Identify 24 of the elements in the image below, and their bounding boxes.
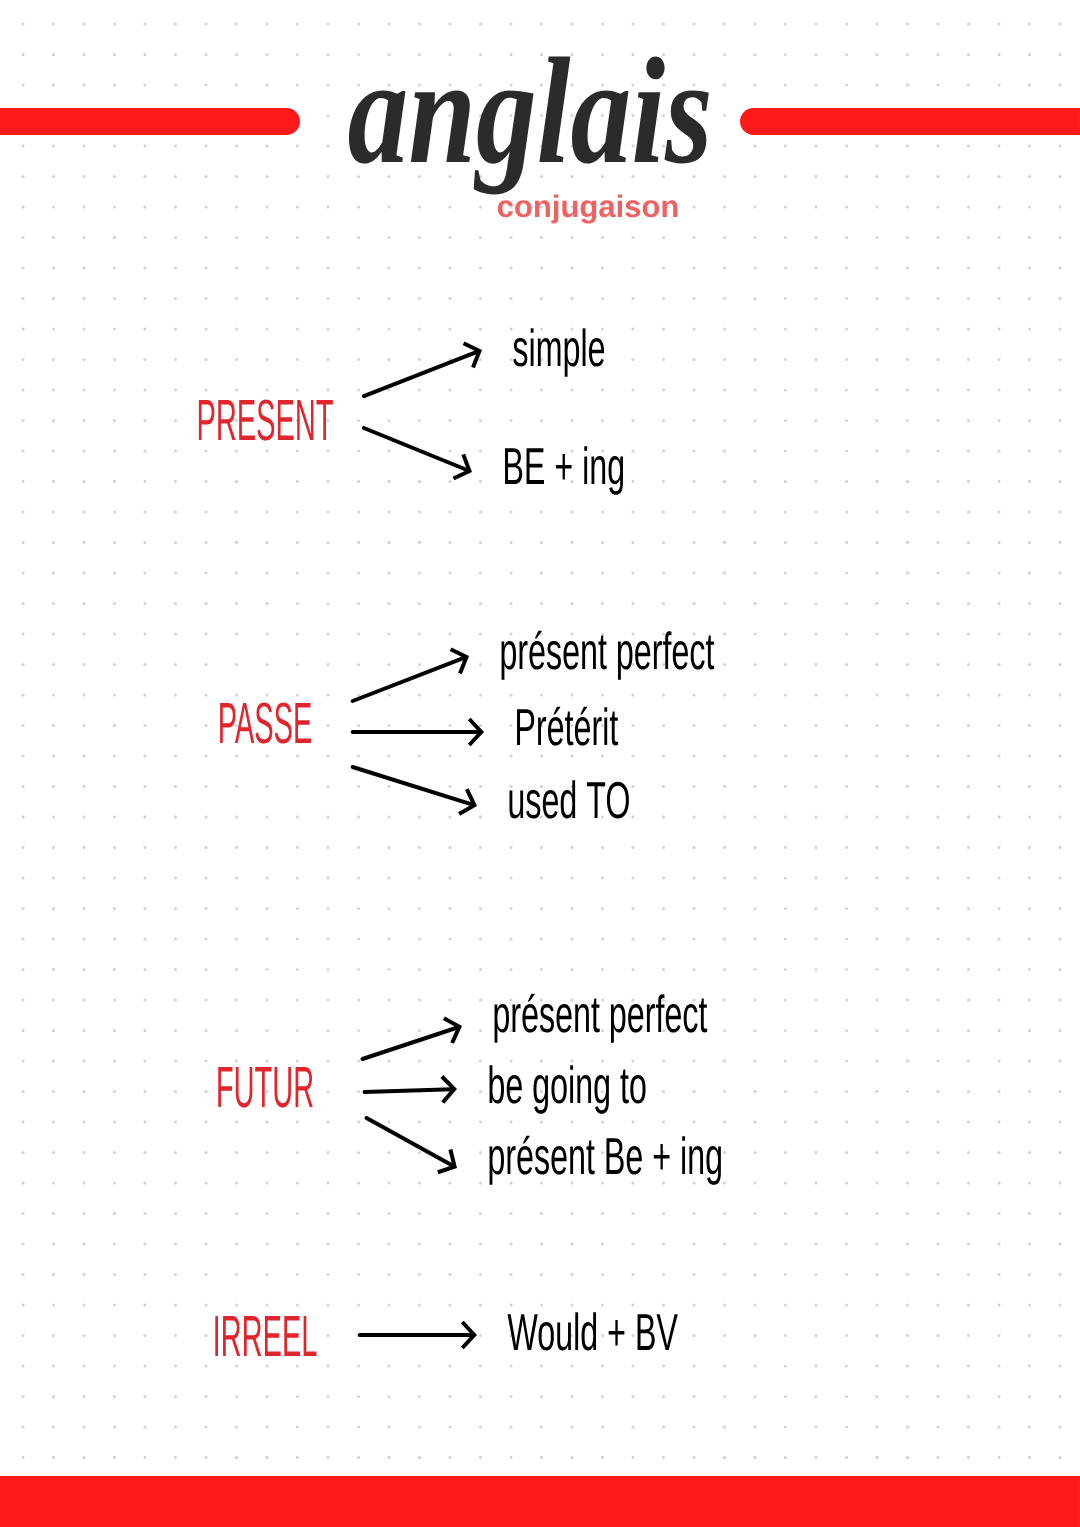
form-label: présent Be + ing — [489, 1135, 721, 1185]
arrow — [350, 647, 469, 703]
tense-label: FUTUR — [218, 1067, 313, 1108]
tense-label: PRESENT — [198, 399, 333, 441]
arrow — [357, 1320, 477, 1350]
title: anglais — [348, 56, 709, 195]
form-label: used TO — [509, 780, 629, 819]
form-label: présent perfect — [501, 630, 715, 680]
form-label: BE + ing — [505, 446, 624, 495]
arrow — [362, 1075, 457, 1104]
subtitle: conjugaison — [497, 194, 678, 224]
tense-label: PASSE — [220, 702, 312, 744]
form-label: Would + BV — [507, 1312, 678, 1351]
arrow — [360, 1016, 462, 1061]
form-label: simple — [513, 328, 605, 377]
form-label: Prétérit — [517, 706, 619, 746]
arrow — [361, 426, 472, 481]
arrow — [361, 341, 482, 398]
tense-label: IRREEL — [215, 1316, 317, 1356]
arrow — [350, 717, 484, 747]
form-label: be going to — [489, 1065, 646, 1114]
arrow — [350, 765, 477, 816]
form-label: présent perfect — [494, 993, 708, 1043]
arrow — [364, 1116, 457, 1175]
